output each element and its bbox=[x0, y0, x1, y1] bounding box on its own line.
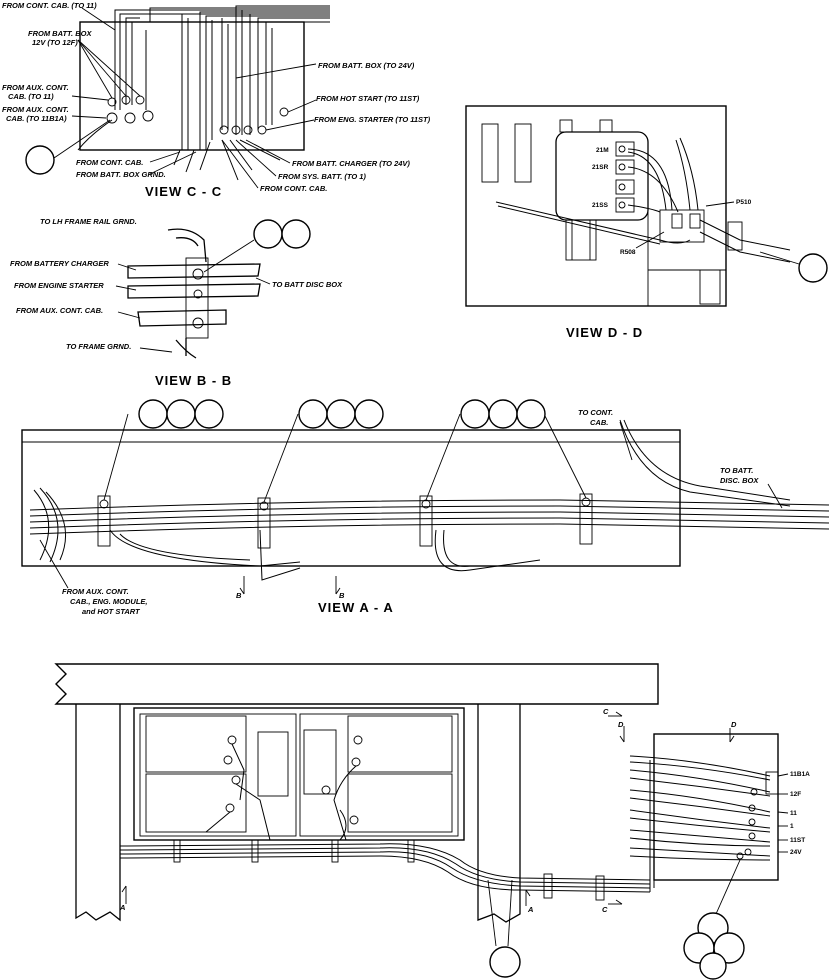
label-from-cont-cab-11: FROM CONT. CAB. (TO 11) bbox=[2, 1, 97, 10]
terminal-21sr: 21SR bbox=[592, 164, 609, 171]
label-to-lh-frame: TO LH FRAME RAIL GRND. bbox=[40, 217, 137, 226]
view-cc-wires bbox=[77, 5, 330, 181]
view-aa: TO CONT. CAB. TO BATT. DISC. BOX FROM AU… bbox=[21, 399, 829, 616]
terminal-21m: 21M bbox=[596, 147, 609, 154]
label-from-aux-11b1a: FROM AUX. CONT. bbox=[2, 105, 69, 114]
label-r508: R508 bbox=[620, 249, 636, 256]
label-from-cont-cab-2: FROM CONT. CAB. bbox=[260, 184, 327, 193]
terminal-21ss: 21SS bbox=[592, 202, 609, 209]
frame-post-left bbox=[75, 704, 121, 922]
label-from-battery-charger: FROM BATTERY CHARGER bbox=[10, 259, 109, 268]
view-dd-title: VIEW D - D bbox=[566, 325, 643, 340]
label-to-batt-disc-box: TO BATT DISC BOX bbox=[272, 280, 343, 289]
label-from-batt-box-24v: FROM BATT. BOX (TO 24V) bbox=[318, 61, 415, 70]
callout-circle-main-1 bbox=[489, 946, 521, 978]
view-bb: TO LH FRAME RAIL GRND. FROM BATTERY CHAR… bbox=[10, 217, 343, 388]
main-harness bbox=[119, 743, 655, 893]
section-marker-b2: B bbox=[339, 591, 345, 600]
section-marker-a2: A bbox=[527, 905, 533, 914]
label-from-aux-11-2: CAB. (TO 11) bbox=[8, 92, 54, 101]
label-to-batt-disc-2: DISC. BOX bbox=[720, 476, 759, 485]
terminal-labels: 11B1A 12F 11 1 11ST 24V bbox=[790, 771, 810, 856]
callout-circle-aa-2 bbox=[166, 399, 196, 429]
view-dd-module-2 bbox=[514, 123, 532, 183]
callout-circle-aa-8 bbox=[488, 399, 518, 429]
view-cc-title: VIEW C - C bbox=[145, 184, 222, 199]
terminal-11: 11 bbox=[790, 810, 797, 817]
terminal-11st: 11ST bbox=[790, 837, 805, 844]
view-bb-title: VIEW B - B bbox=[155, 373, 232, 388]
callout-circle-aa-5 bbox=[326, 399, 356, 429]
terminal-1: 1 bbox=[790, 823, 794, 830]
label-to-cont-cab-2: CAB. bbox=[590, 418, 608, 427]
terminal-11b1a: 11B1A bbox=[790, 771, 810, 778]
callout-circle-aa-3 bbox=[194, 399, 224, 429]
callout-circle-aa-1 bbox=[138, 399, 168, 429]
callout-circle-aa-7 bbox=[460, 399, 490, 429]
view-bb-bolts bbox=[192, 268, 204, 329]
label-from-hot-start: FROM HOT START (TO 11ST) bbox=[316, 94, 420, 103]
view-aa-panel bbox=[21, 429, 681, 567]
label-to-batt-disc: TO BATT. bbox=[720, 466, 753, 475]
label-from-engine-starter: FROM ENGINE STARTER bbox=[14, 281, 104, 290]
label-from-batt-box-12v: FROM BATT. BOX bbox=[28, 29, 92, 38]
view-dd-module-1 bbox=[481, 123, 499, 183]
label-to-frame-grnd: TO FRAME GRND. bbox=[66, 342, 131, 351]
callout-circle-aa-6 bbox=[354, 399, 384, 429]
label-from-sys-batt: FROM SYS. BATT. (TO 1) bbox=[278, 172, 366, 181]
label-from-aux: FROM AUX. CONT. bbox=[62, 587, 129, 596]
label-from-aux-3: and HOT START bbox=[82, 607, 141, 616]
main-clamps bbox=[173, 839, 605, 901]
label-from-cont-cab: FROM CONT. CAB. bbox=[76, 158, 143, 167]
view-aa-harness bbox=[29, 419, 829, 581]
label-from-batt-box-12v-2: 12V (TO 12F) bbox=[32, 38, 78, 47]
main-view: 11B1A 12F 11 1 11ST 24V C D D A A C bbox=[54, 663, 810, 980]
callout-circle-bb-2 bbox=[281, 219, 311, 249]
terminal-24v: 24V bbox=[790, 849, 802, 856]
label-from-aux-11: FROM AUX. CONT. bbox=[2, 83, 69, 92]
section-marker-a1: A bbox=[119, 903, 125, 912]
view-dd-panel bbox=[465, 105, 727, 307]
section-marker-c2: C bbox=[602, 905, 608, 914]
callout-circle-main-5 bbox=[699, 952, 727, 980]
callout-circle-dd bbox=[798, 253, 828, 283]
label-p510: P510 bbox=[736, 199, 752, 206]
view-aa-leaders bbox=[39, 413, 783, 589]
view-cc-panel bbox=[79, 21, 305, 151]
section-marker-c1: C bbox=[603, 707, 609, 716]
section-marker-d1: D bbox=[618, 720, 624, 729]
label-from-aux-cont-cab: FROM AUX. CONT. CAB. bbox=[16, 306, 103, 315]
callout-circle-aa-9 bbox=[516, 399, 546, 429]
view-bb-leaders bbox=[115, 239, 271, 353]
view-aa-title: VIEW A - A bbox=[318, 600, 394, 615]
frame-rail-top bbox=[54, 663, 659, 705]
callout-circle-aa-4 bbox=[298, 399, 328, 429]
section-marker-d2: D bbox=[731, 720, 737, 729]
label-from-aux-2: CAB., ENG. MODULE, bbox=[70, 597, 148, 606]
label-from-aux-11b1a-2: CAB. (TO 11B1A) bbox=[6, 114, 67, 123]
section-marker-b1: B bbox=[236, 591, 242, 600]
label-to-cont-cab: TO CONT. bbox=[578, 408, 613, 417]
view-cc: FROM CONT. CAB. (TO 11) FROM BATT. BOX 1… bbox=[2, 1, 431, 199]
view-dd: 21M 21SR 21SS P510 R508 VIEW D - D bbox=[465, 105, 828, 340]
terminal-12f: 12F bbox=[790, 791, 801, 798]
label-from-eng-starter: FROM ENG. STARTER (TO 11ST) bbox=[314, 115, 431, 124]
label-from-batt-box-grnd: FROM BATT. BOX GRND. bbox=[76, 170, 166, 179]
terminal-wires bbox=[629, 755, 771, 861]
callout-circle-bb-1 bbox=[253, 219, 283, 249]
callout-circle-cc bbox=[25, 145, 55, 175]
view-cc-leaders bbox=[71, 7, 317, 189]
frame-post-center bbox=[477, 704, 521, 923]
label-from-batt-charger: FROM BATT. CHARGER (TO 24V) bbox=[292, 159, 410, 168]
